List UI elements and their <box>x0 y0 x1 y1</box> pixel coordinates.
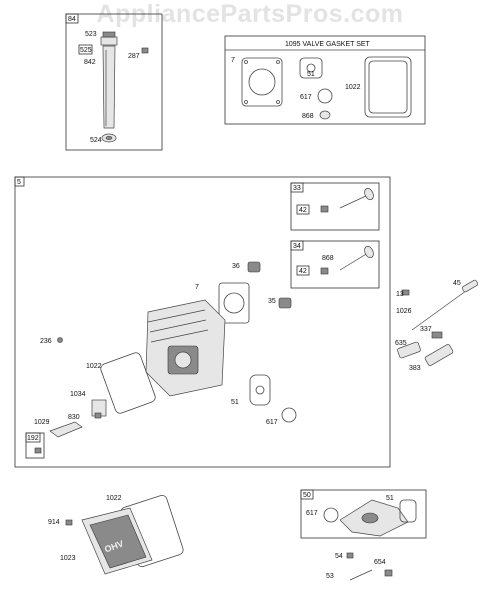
label-914: 914 <box>48 519 60 526</box>
rocker-nut <box>401 289 410 296</box>
label-1029: 1029 <box>34 419 50 426</box>
label-524: 524 <box>90 137 102 144</box>
label-617-head: 617 <box>266 419 278 426</box>
stud-53 <box>349 569 373 581</box>
label-868-valve: 868 <box>322 255 334 262</box>
label-523: 523 <box>85 31 97 38</box>
box-label-42-b: 42 <box>299 268 307 275</box>
push-rod <box>411 287 471 331</box>
label-830: 830 <box>68 414 80 421</box>
label-54: 54 <box>335 553 343 560</box>
guide-337 <box>431 331 443 339</box>
intake-gasket-head <box>249 374 271 406</box>
box-label-34: 34 <box>293 243 301 250</box>
rocker-parts-group: 13 45 1026 337 635 383 <box>395 279 479 372</box>
o-ring-617 <box>317 88 333 104</box>
label-35: 35 <box>268 298 276 305</box>
cylinder-head-group: 5 33 42 34 42 868 36 35 7 <box>14 176 391 468</box>
box-33 <box>290 182 380 231</box>
valve-spring-35 <box>278 297 292 309</box>
label-236: 236 <box>40 338 52 345</box>
label-45: 45 <box>453 280 461 287</box>
screw-54 <box>346 552 354 559</box>
label-1022-bottom: 1022 <box>106 495 122 502</box>
exhaust-valve-stem <box>339 194 369 209</box>
part-830 <box>94 412 102 419</box>
screw-914 <box>65 519 73 526</box>
valve-gasket-set-group: 1095 VALVE GASKET SET 7 51 617 1022 868 <box>224 35 426 125</box>
manifold-gasket <box>399 499 417 523</box>
rocker-arm <box>461 279 479 293</box>
label-635: 635 <box>395 340 407 347</box>
label-13: 13 <box>396 291 404 298</box>
label-1026: 1026 <box>396 308 412 315</box>
intake-valve-stem <box>339 252 369 271</box>
box-34 <box>290 240 380 289</box>
part-654 <box>384 569 393 577</box>
label-7-kit: 7 <box>231 57 235 64</box>
screw-287 <box>141 47 149 54</box>
valve-gasket-set-box <box>224 35 426 125</box>
intake-valve-head <box>364 245 374 259</box>
label-617-manifold: 617 <box>306 510 318 517</box>
dipstick-cap <box>100 36 118 46</box>
spark-plug-635 <box>397 341 421 359</box>
rocker-cover-group: 1022 OHV 914 1023 <box>48 495 184 575</box>
box-label-5: 5 <box>17 179 21 186</box>
intake-manifold-group: 50 617 51 54 654 53 <box>300 489 427 581</box>
label-53: 53 <box>326 573 334 580</box>
label-383: 383 <box>409 365 421 372</box>
label-51-kit: 51 <box>307 71 315 78</box>
box-50 <box>300 489 427 539</box>
dipstick-tube <box>102 45 116 129</box>
box-84 <box>65 13 163 151</box>
valve-gasket-set-title: 1095 VALVE GASKET SET <box>285 41 371 48</box>
box-label-50: 50 <box>303 492 311 499</box>
label-1023: 1023 <box>60 555 76 562</box>
label-1022-head: 1022 <box>86 363 102 370</box>
cylinder-head-gasket <box>218 282 250 324</box>
label-654: 654 <box>374 559 386 566</box>
label-1022-kit: 1022 <box>345 84 361 91</box>
screw-236 <box>57 337 63 343</box>
exhaust-valve-head <box>364 187 374 201</box>
label-1034: 1034 <box>70 391 86 398</box>
box-label-33: 33 <box>293 185 301 192</box>
o-ring-manifold <box>323 507 339 523</box>
box-label-525: 525 <box>80 47 92 54</box>
glow-plug-383 <box>424 344 454 366</box>
box-label-192: 192 <box>27 435 39 442</box>
rocker-cover-gasket-head <box>100 352 156 414</box>
label-287: 287 <box>128 53 140 60</box>
label-868-kit: 868 <box>302 113 314 120</box>
label-7-head: 7 <box>195 284 199 291</box>
label-36: 36 <box>232 263 240 270</box>
box-5 <box>14 176 391 468</box>
label-51-manifold: 51 <box>386 495 394 502</box>
rocker-cover-gasket <box>364 56 412 118</box>
label-842: 842 <box>84 59 96 66</box>
label-617-kit: 617 <box>300 94 312 101</box>
o-ring-head <box>281 407 297 423</box>
dipstick-group: 84 525 523 842 287 524 <box>65 13 163 151</box>
valve-spring-36 <box>247 261 261 273</box>
intake-gasket <box>299 57 323 79</box>
head-gasket <box>241 57 283 107</box>
label-337: 337 <box>420 326 432 333</box>
box-label-84: 84 <box>68 16 76 23</box>
label-51-head: 51 <box>231 399 239 406</box>
box-label-42-a: 42 <box>299 207 307 214</box>
valve-seal-868 <box>319 110 331 120</box>
bracket-1029 <box>49 421 83 438</box>
